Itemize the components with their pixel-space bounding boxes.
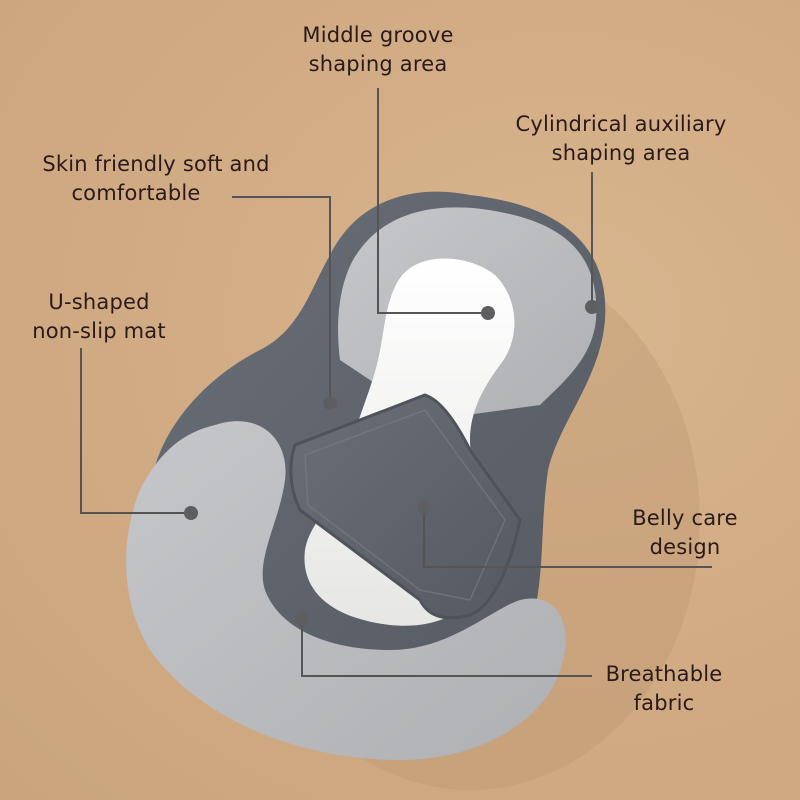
- label-line: Breathable: [605, 662, 723, 686]
- label-line: non-slip mat: [32, 319, 166, 343]
- label-line: U-shaped: [48, 290, 150, 314]
- label-line: Cylindrical auxiliary: [515, 112, 727, 136]
- label-line: Skin friendly soft and: [42, 152, 270, 176]
- label-middle-groove: Middle groove shaping area: [270, 21, 486, 79]
- label-breathable: Breathable fabric: [596, 660, 732, 718]
- label-line: Belly care: [632, 506, 738, 530]
- label-line: fabric: [633, 691, 695, 715]
- label-belly-care: Belly care design: [620, 504, 750, 562]
- label-line: shaping area: [551, 141, 691, 165]
- label-cylindrical-aux: Cylindrical auxiliary shaping area: [505, 110, 737, 168]
- label-line: shaping area: [308, 52, 448, 76]
- label-u-shaped: U-shaped non-slip mat: [18, 288, 180, 346]
- label-line: comfortable: [71, 181, 201, 205]
- label-line: design: [649, 535, 721, 559]
- belly-strap-edge: [304, 409, 506, 601]
- label-skin-friendly: Skin friendly soft and comfortable: [25, 150, 287, 208]
- label-line: Middle groove: [302, 23, 454, 47]
